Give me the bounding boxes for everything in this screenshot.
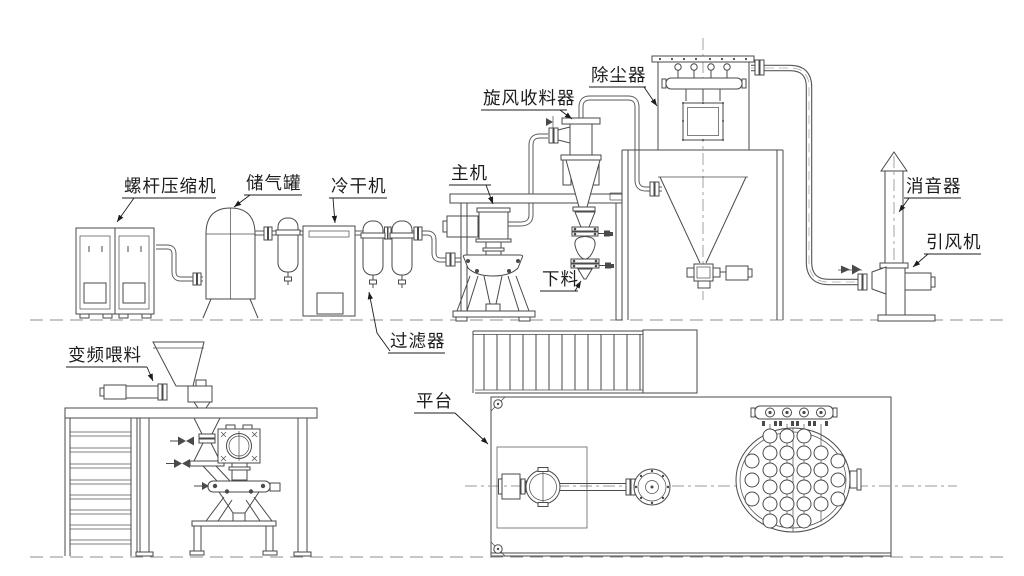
label-vf-feeder: 变频喂料: [66, 346, 154, 382]
pulse-valves: [661, 63, 747, 101]
label-platform: 平台: [414, 392, 489, 445]
label-dust-collector-text: 除尘器: [591, 66, 647, 86]
discharge-valves: [570, 206, 614, 280]
label-main-machine: 主机: [449, 164, 494, 205]
label-cyclone-collector: 旋风收料器: [481, 89, 576, 120]
pulse-manifold-plan: [750, 405, 838, 426]
label-main-machine-text: 主机: [451, 164, 488, 184]
induced-draft-fan: [871, 266, 936, 322]
air-tank: [202, 207, 259, 319]
label-filter-text: 过滤器: [390, 332, 446, 352]
vf-feeder: [99, 341, 213, 409]
labels: 螺杆压缩机 储气罐 冷干机 主机 旋风收料器 除尘器: [66, 66, 982, 445]
label-screw-compressor: 螺杆压缩机: [116, 177, 217, 223]
air-filter-2: [389, 220, 415, 289]
screw-compressor: [75, 227, 155, 319]
label-air-tank: 储气罐: [233, 174, 302, 208]
valve-marks: [546, 116, 862, 275]
feeder-platform-elevation: [64, 407, 318, 557]
platform-plan: [465, 329, 957, 557]
pipe-flanges: [192, 59, 868, 291]
label-muffler-text: 消音器: [906, 177, 962, 197]
label-muffler: 消音器: [898, 177, 962, 213]
label-induced-draft-fan: 引风机: [912, 233, 982, 268]
filter-cartridges: [744, 428, 846, 529]
line-filter: [275, 217, 301, 286]
mill-elevation: [189, 424, 281, 556]
railing: [472, 329, 698, 394]
label-cold-dryer: 冷干机: [329, 177, 387, 224]
dust-collector-plan: [735, 405, 862, 533]
label-vf-feeder-text: 变频喂料: [68, 346, 142, 366]
piping: [156, 59, 868, 291]
label-cyclone-collector-text: 旋风收料器: [483, 89, 576, 109]
label-dust-collector: 除尘器: [589, 66, 658, 107]
label-cold-dryer-text: 冷干机: [331, 177, 387, 197]
label-discharge-text: 下料: [542, 270, 579, 290]
label-screw-compressor-text: 螺杆压缩机: [124, 177, 217, 197]
dust-collector: [621, 38, 784, 320]
cold-dryer: [302, 225, 356, 317]
cyclone-collector: [557, 117, 602, 208]
label-induced-draft-fan-text: 引风机: [926, 233, 982, 253]
label-discharge: 下料: [540, 270, 582, 292]
air-filter-1: [360, 220, 386, 289]
label-platform-text: 平台: [416, 392, 453, 412]
ladder: [64, 418, 138, 556]
main-machine: [442, 207, 536, 322]
label-air-tank-text: 储气罐: [246, 174, 302, 194]
muffler: [879, 151, 909, 269]
label-filter: 过滤器: [367, 291, 446, 354]
